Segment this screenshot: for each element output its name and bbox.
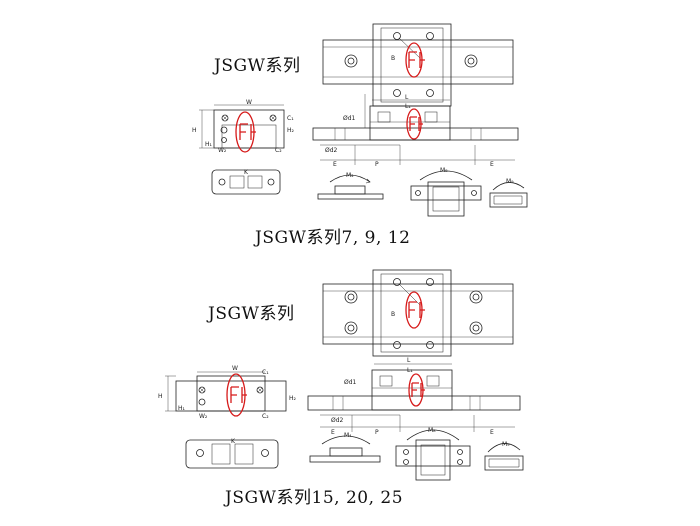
lower-moment-mc <box>484 443 524 471</box>
upper-dim-P: P <box>375 161 379 168</box>
upper-dim-H: H <box>192 127 197 134</box>
lower-dim-H: H <box>158 393 163 400</box>
lower-dim-C2: C₂ <box>262 413 269 420</box>
upper-top-view <box>322 23 514 107</box>
lower-dim-L1: L₁ <box>407 367 413 374</box>
upper-dim-E-left: E <box>333 161 337 168</box>
lower-top-view <box>322 269 514 357</box>
upper-dim-E-right: E <box>490 161 494 168</box>
lower-dim-Mc: M₉ <box>502 441 510 448</box>
lower-block-iso <box>185 439 279 469</box>
lower-moment-ma <box>309 435 381 463</box>
lower-dim-Ma: M₄ <box>344 432 352 439</box>
upper-end-view <box>199 104 285 153</box>
lower-dim-E-left: E <box>331 429 335 436</box>
upper-logo-end-icon <box>235 111 256 153</box>
upper-logo-top-icon <box>405 42 425 78</box>
lower-dim-H1: H₁ <box>178 405 186 412</box>
upper-dim-W2: W₂ <box>218 147 227 154</box>
lower-dim-W: W <box>232 365 238 372</box>
upper-dim-L1: L₁ <box>405 103 411 110</box>
upper-dim-C2: C₂ <box>275 147 282 154</box>
upper-dim-d1: Ød1 <box>343 115 356 122</box>
lower-logo-side-icon <box>408 373 425 407</box>
lower-dim-B: B <box>391 311 395 318</box>
lower-dim-d1: Ød1 <box>344 379 357 386</box>
lower-dim-Mb: M₈ <box>428 427 436 434</box>
lower-dim-K: K <box>231 438 236 445</box>
upper-dim-Mc: M₉ <box>506 178 514 185</box>
lower-dim-P: P <box>375 429 379 436</box>
lower-end-view <box>165 371 287 417</box>
lower-dim-d2: Ød2 <box>331 417 344 424</box>
lower-logo-end-icon <box>226 373 247 417</box>
upper-dim-W: W <box>246 99 252 106</box>
upper-moment-mb <box>410 170 482 217</box>
upper-moment-mc <box>489 182 528 208</box>
upper-dim-d2: Ød2 <box>325 147 338 154</box>
upper-side-view <box>312 94 519 165</box>
upper-series-caption: JSGW系列7, 9, 12 <box>255 228 411 248</box>
upper-dim-Ma: M₄ <box>346 172 354 179</box>
upper-dim-H2: H₂ <box>287 127 295 134</box>
lower-dim-W2: W₂ <box>199 413 208 420</box>
lower-dim-H2: H₂ <box>289 395 297 402</box>
lower-dim-L: L <box>407 357 411 364</box>
upper-dim-H1: H₁ <box>205 141 213 148</box>
upper-series-title: JSGW系列 <box>214 56 301 76</box>
upper-dim-Mb: M₈ <box>440 167 448 174</box>
lower-series-title: JSGW系列 <box>208 304 295 324</box>
upper-dim-K: K <box>244 169 249 176</box>
lower-dim-E-right: E <box>490 429 494 436</box>
lower-series-caption: JSGW系列15, 20, 25 <box>225 488 404 508</box>
upper-block-iso <box>211 169 281 195</box>
lower-side-view <box>307 363 521 432</box>
upper-moment-ma <box>317 174 384 200</box>
upper-dim-C1: C₁ <box>287 115 294 122</box>
lower-dim-C1: C₁ <box>262 369 269 376</box>
upper-dim-B: B <box>391 55 395 62</box>
upper-logo-side-icon <box>406 108 423 140</box>
lower-logo-top-icon <box>405 291 425 329</box>
upper-dim-L: L <box>405 94 409 101</box>
lower-moment-mb <box>395 429 471 481</box>
